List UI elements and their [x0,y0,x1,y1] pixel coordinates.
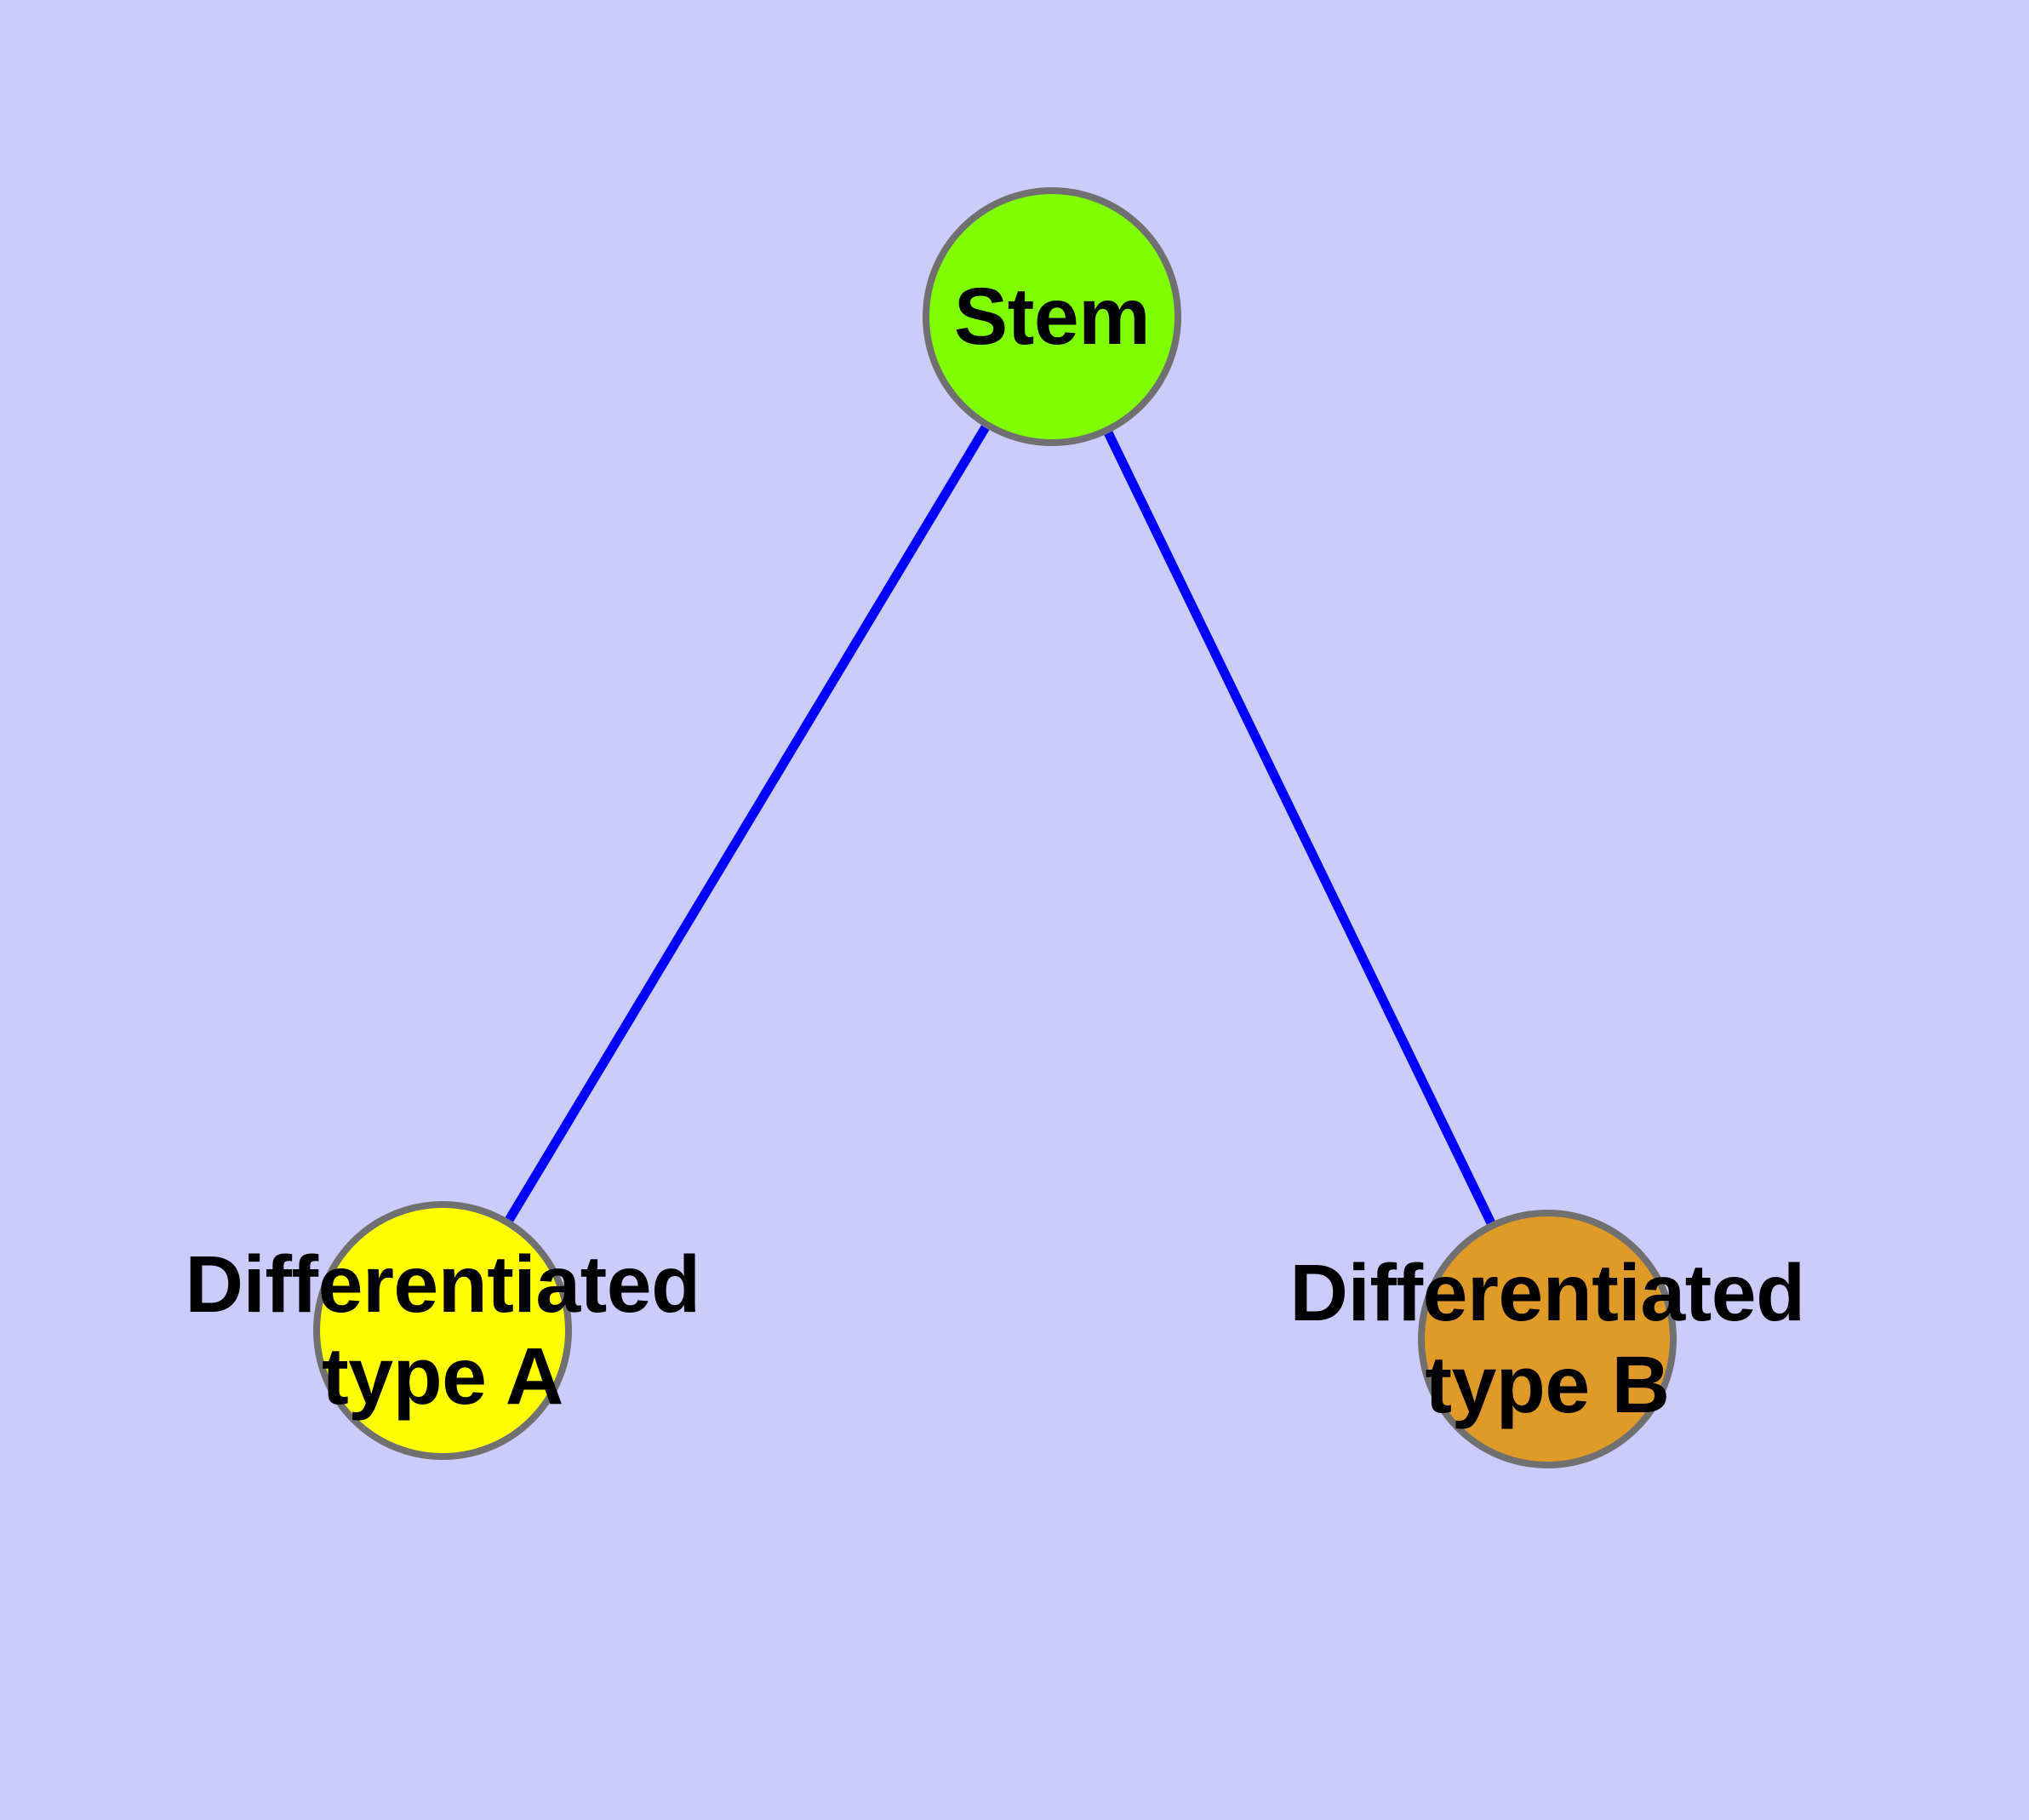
node-differentiated-type-a[interactable] [313,1201,572,1460]
edge-stem-to-diff-a[interactable] [505,425,990,1222]
edge-layer [505,425,1495,1225]
node-differentiated-type-b[interactable] [1418,1210,1677,1468]
edge-stem-to-diff-b[interactable] [1104,431,1495,1225]
node-stem[interactable] [923,187,1181,446]
node-layer [313,187,1677,1468]
